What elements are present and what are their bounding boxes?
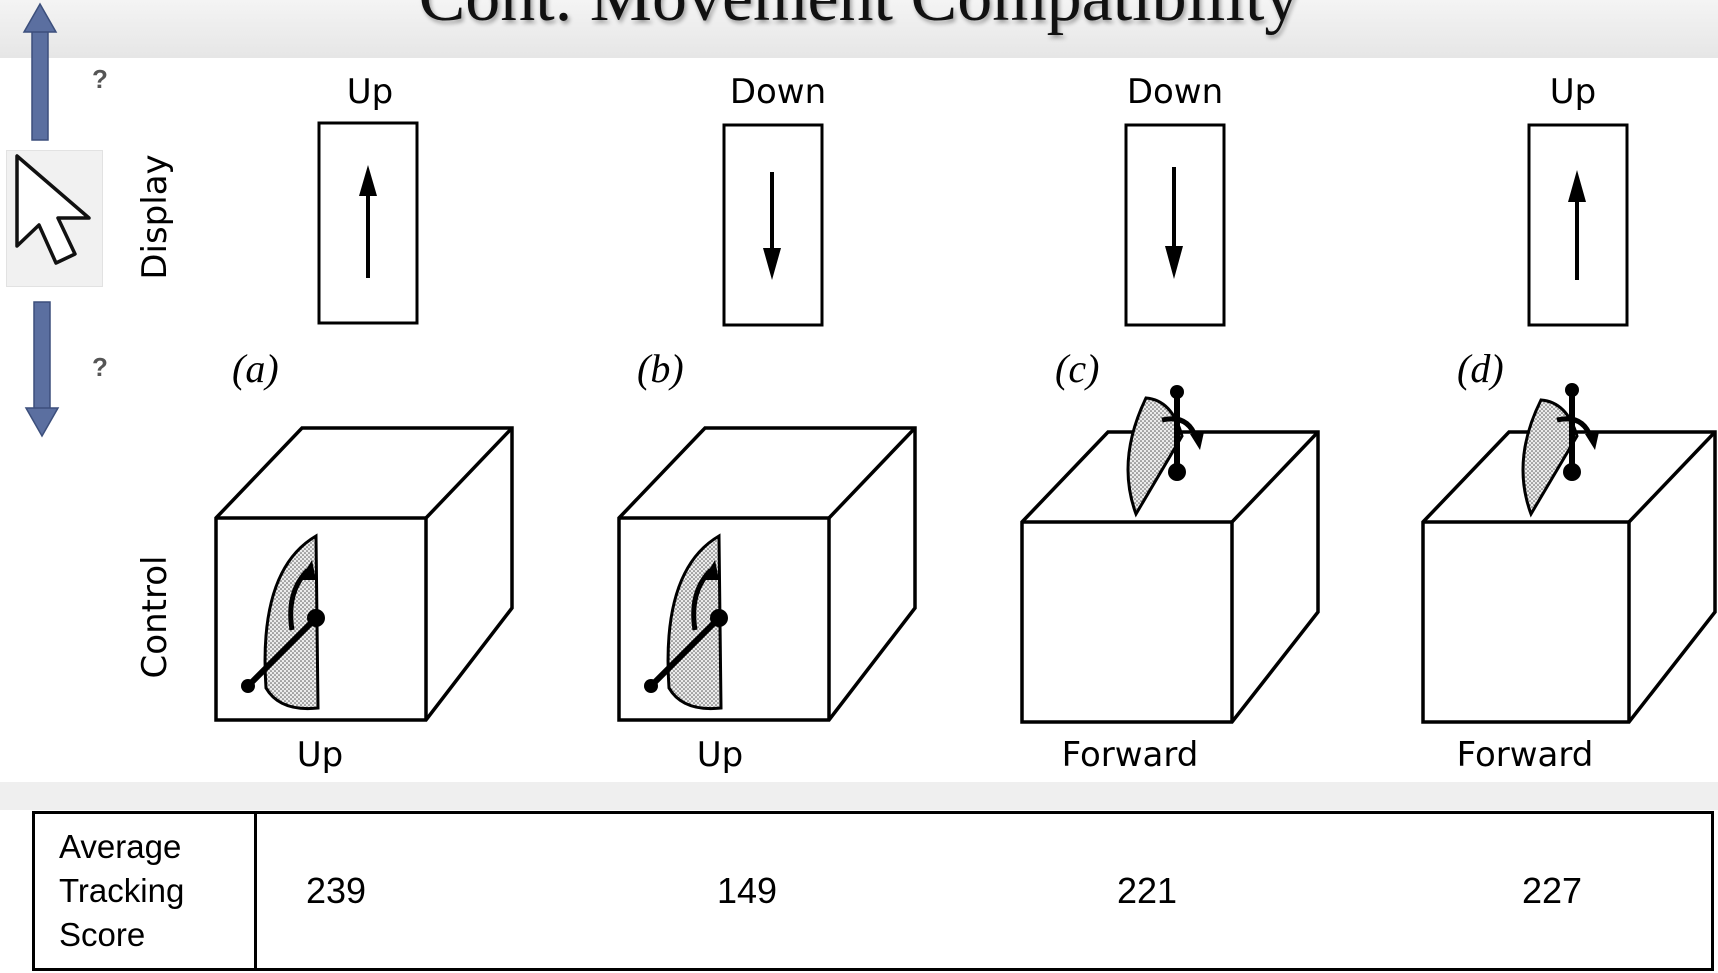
score-values-cell: 239 149 221 227 — [254, 811, 1714, 971]
display-arrow-up-icon — [359, 165, 377, 196]
mouse-pointer-icon — [15, 154, 91, 265]
title-band: Cont. Movement Compatibility — [0, 0, 1718, 58]
control-label-d: Forward — [1456, 735, 1594, 775]
cursor-tile — [6, 150, 103, 287]
separator-band — [0, 782, 1718, 810]
panel-letter-d: (d) — [1457, 346, 1504, 391]
score-value-b: 149 — [717, 870, 778, 911]
display-screen-a — [317, 121, 419, 325]
display-label-a: Up — [346, 72, 394, 112]
control-axis-label: Control — [135, 555, 175, 679]
score-value-d: 227 — [1522, 870, 1583, 911]
display-axis-label: Display — [135, 154, 175, 280]
control-box-a — [214, 426, 514, 722]
control-box-c — [1020, 385, 1320, 724]
display-arrow-down-icon — [1165, 246, 1183, 279]
down-arrow-icon[interactable] — [22, 300, 62, 440]
score-value-c: 221 — [1117, 870, 1178, 911]
score-table: Average Tracking Score 239 149 221 227 — [32, 811, 1714, 971]
panel-letter-a: (a) — [232, 346, 279, 391]
display-screen-c — [1124, 123, 1226, 327]
score-row-header: Average Tracking Score — [32, 811, 257, 971]
question-mark-down: ? — [92, 352, 108, 382]
row-header-line-3: Score — [59, 916, 146, 953]
control-box-b — [617, 426, 917, 722]
display-arrow-down-icon — [763, 248, 781, 280]
slide-title: Cont. Movement Compatibility — [0, 0, 1718, 38]
score-value-a: 239 — [306, 870, 367, 911]
display-label-b: Down — [729, 72, 827, 112]
row-header-line-1: Average — [59, 828, 182, 865]
question-mark-up: ? — [92, 64, 108, 94]
display-screen-b — [722, 123, 824, 327]
up-arrow-icon[interactable] — [20, 2, 60, 142]
row-header-line-2: Tracking — [59, 872, 185, 909]
control-box-d — [1421, 383, 1717, 724]
display-label-d: Up — [1549, 72, 1597, 112]
panel-letter-b: (b) — [637, 346, 684, 391]
panel-letter-c: (c) — [1055, 346, 1100, 391]
control-label-a: Up — [296, 735, 344, 775]
display-label-c: Down — [1126, 72, 1224, 112]
control-label-b: Up — [696, 735, 744, 775]
control-label-c: Forward — [1061, 735, 1199, 775]
display-arrow-up-icon — [1568, 170, 1586, 202]
display-screen-d — [1527, 123, 1629, 327]
